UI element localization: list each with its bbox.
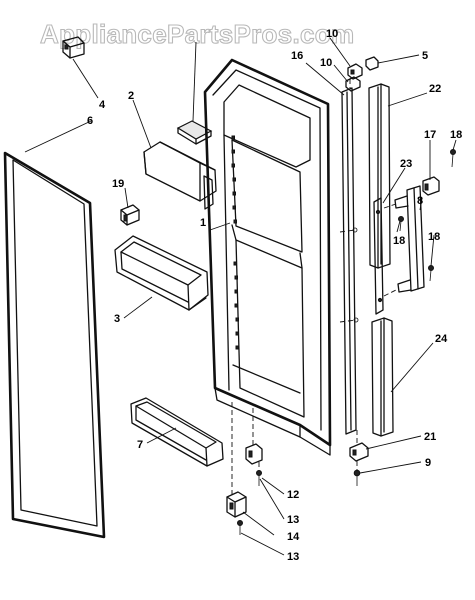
callout-10-top: 10: [326, 28, 338, 40]
callout-4: 4: [99, 99, 106, 111]
lower-door-bin: [130, 397, 224, 467]
trim-screw-lower: [353, 317, 359, 323]
screw-13-lower: [237, 520, 243, 535]
trim-screw-upper: [352, 227, 358, 233]
callout-10: 10: [320, 57, 332, 69]
watermark-text: AppliancePartsPros.com: [40, 19, 354, 49]
screw-18-b: [398, 216, 404, 232]
screw-9: [353, 469, 361, 486]
shelf-cover-part: [176, 120, 213, 145]
callout-23: 23: [400, 158, 412, 170]
callout-16: 16: [291, 50, 303, 62]
callout-9: 9: [425, 457, 431, 469]
callout-2: 2: [128, 90, 134, 102]
callout-21: 21: [424, 431, 436, 443]
leader-lines: [24, 37, 457, 556]
screw-13-upper: [256, 470, 262, 486]
lower-hinge-bushing: [349, 442, 369, 462]
callout-12: 12: [287, 489, 299, 501]
refrigerator-door: [203, 58, 332, 456]
top-hinge-cap: [347, 63, 363, 80]
callout-labels: 1 2 3 4 5 6 7 8 9 10 10 12 13 14 13 16 1…: [87, 28, 462, 563]
dairy-compartment: [143, 141, 217, 210]
lower-hinge-12: [245, 443, 263, 465]
door-hole-row: [231, 135, 239, 350]
lower-hinge-bracket-14: [226, 491, 247, 518]
callout-7: 7: [137, 439, 143, 451]
callout-8: 8: [417, 195, 423, 207]
callout-13-lower: 13: [287, 551, 299, 563]
handle-end-cap: [422, 176, 440, 196]
door-bin: [114, 235, 209, 311]
lower-handle-trim: [371, 317, 394, 437]
handle-mounting-plate: [373, 197, 384, 315]
callout-13-upper: 13: [287, 514, 299, 526]
door-handle: [394, 185, 425, 293]
callout-18-top: 18: [450, 129, 462, 141]
callout-22: 22: [429, 83, 441, 95]
callout-5: 5: [422, 50, 428, 62]
screw-18-c: [428, 265, 434, 282]
callout-6: 6: [87, 115, 93, 127]
hinge-bracket-part: [62, 36, 85, 59]
callout-18-middle: 18: [393, 235, 405, 247]
callout-18-right: 18: [428, 231, 440, 243]
callout-1: 1: [200, 217, 206, 229]
door-gasket: [3, 151, 106, 539]
callout-14: 14: [287, 531, 300, 543]
door-trim-strip: [341, 87, 357, 435]
upper-handle-trim: [368, 83, 391, 269]
callout-24: 24: [435, 333, 448, 345]
callout-19: 19: [112, 178, 124, 190]
callout-17: 17: [424, 129, 436, 141]
hinge-pin-5: [365, 56, 379, 71]
screw-18-a: [450, 149, 456, 168]
clip-part: [120, 204, 140, 226]
assembly-lines: [231, 79, 399, 495]
top-hinge-insert: [345, 76, 361, 92]
callout-3: 3: [114, 313, 120, 325]
